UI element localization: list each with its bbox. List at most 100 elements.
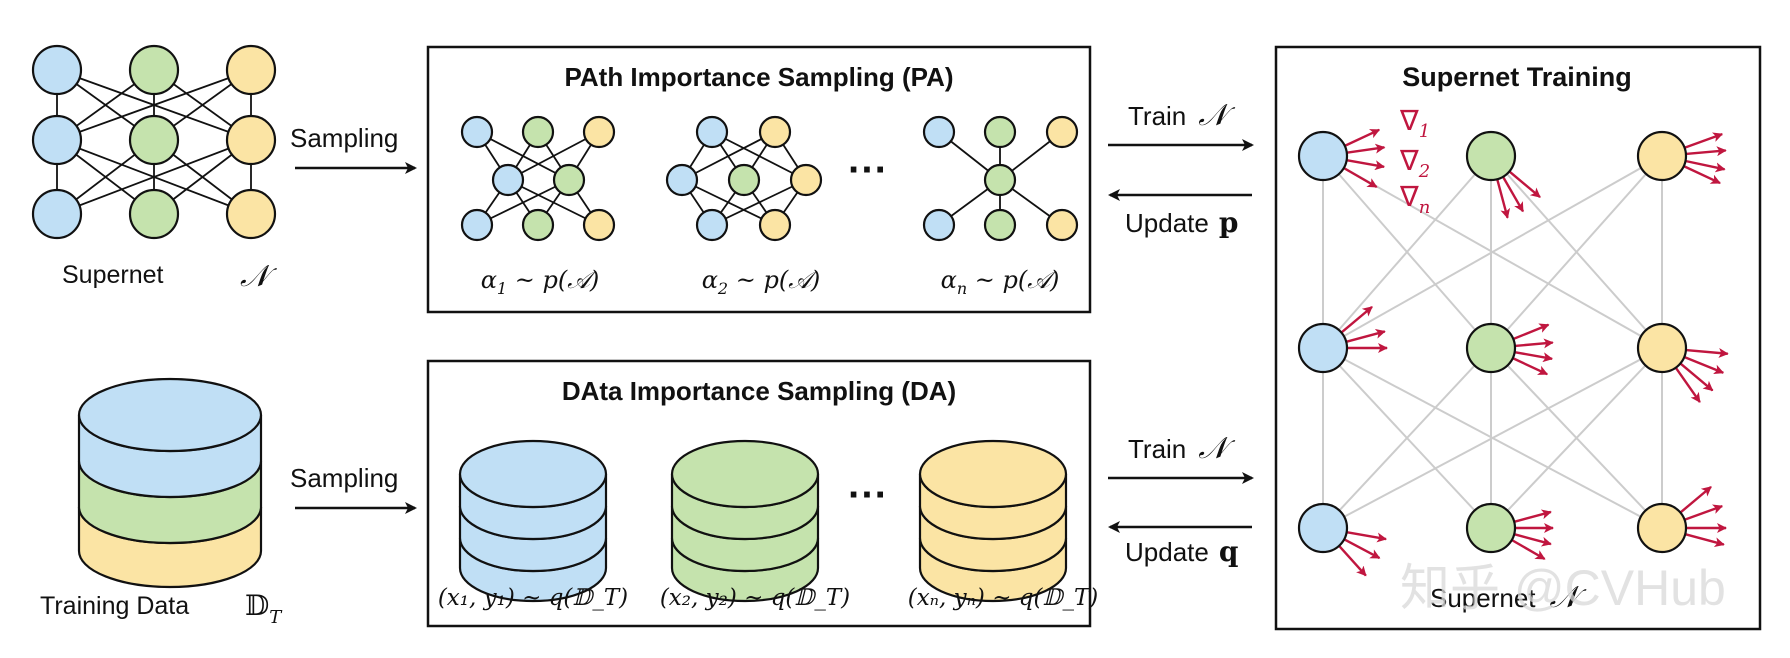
sampling-label-top: Sampling (290, 123, 398, 153)
gradient-arrow (1684, 132, 1724, 149)
gradient-arrow (1683, 355, 1725, 374)
pa-node (665, 163, 699, 197)
supernet-training-title: Supernet Training (1402, 62, 1632, 92)
da-caption-2: (x₂, y₂) ~ q(𝔻_T) (660, 585, 850, 611)
supernet-training-node (1636, 502, 1688, 554)
pa-node (983, 163, 1017, 197)
supernet-symbol: 𝒩 (240, 259, 278, 294)
pa-node (1045, 208, 1079, 242)
gradient-arrow (1343, 166, 1378, 189)
supernet-edge (56, 69, 252, 141)
pa-node (758, 115, 792, 149)
gradient-arrow (1684, 533, 1725, 548)
supernet-label: Supernet (62, 261, 164, 289)
watermark: 知乎 @CVHub (1400, 560, 1726, 616)
pa-caption-2: α2 ~ p(𝒜) (702, 266, 821, 298)
gradient-arrow (1501, 176, 1525, 213)
supernet-node (31, 188, 83, 240)
pa-node (491, 163, 525, 197)
gradient-arrow (1679, 485, 1712, 514)
supernet-node (128, 114, 180, 166)
gradient-arrow (1340, 305, 1373, 334)
pa-box (426, 45, 1092, 314)
pa-node (521, 208, 555, 242)
gradient-arrow (1685, 146, 1727, 157)
da-database-1 (458, 439, 608, 603)
pa-node (582, 208, 616, 242)
gradient-arrow (1346, 158, 1386, 171)
pa-edge (711, 179, 807, 226)
pa-node (695, 115, 729, 149)
supernet-training-node (1297, 130, 1349, 182)
supernet-node (225, 188, 277, 240)
training-data-symbol: 𝔻T (245, 589, 283, 628)
pa-node (983, 115, 1017, 149)
sampling-label-bottom: Sampling (290, 463, 398, 493)
pa-node (758, 208, 792, 242)
pa-node (789, 163, 823, 197)
supernet-training-node (1297, 502, 1349, 554)
gradient-arrow (1338, 545, 1367, 577)
da-database-2 (670, 439, 820, 603)
pa-edge (681, 131, 776, 181)
gradient-arrow (1345, 328, 1386, 343)
pa-node (1045, 115, 1079, 149)
pa-node (695, 208, 729, 242)
gradient-arrow (1344, 128, 1381, 147)
gradient-arrow (1514, 350, 1554, 363)
pa-ellipsis: ··· (848, 148, 888, 192)
supernet-training-edge (1490, 347, 1663, 529)
supernet-graph (31, 44, 277, 240)
da-caption-n: (xₙ, yₙ) ~ q(𝔻_T) (908, 585, 1099, 611)
gradient-label-n: ∇n (1399, 181, 1430, 218)
gradient-arrow (1683, 165, 1721, 185)
gradient-arrow (1685, 347, 1729, 358)
gradient-arrow (1346, 530, 1388, 543)
gradient-labels: ∇1 ∇2 ∇n (1399, 105, 1430, 218)
pa-node (521, 115, 555, 149)
supernet-node (31, 114, 83, 166)
da-box (426, 359, 1092, 628)
da-ellipsis: ··· (848, 473, 888, 517)
pa-node (582, 115, 616, 149)
supernet-node (225, 44, 277, 96)
supernet-training-edge (1322, 347, 1492, 529)
supernet-training-node (1465, 322, 1517, 374)
pa-node (983, 208, 1017, 242)
supernet-node (128, 44, 180, 96)
supernet-training-graph (1297, 128, 1729, 577)
supernet-training-edge (1490, 155, 1663, 349)
gradient-arrow (1508, 170, 1541, 199)
pa-node (552, 163, 586, 197)
pa-caption-1: α1 ~ p(𝒜) (481, 266, 600, 298)
supernet-training-edge (1322, 155, 1663, 349)
gradient-arrow (1513, 533, 1552, 547)
pa-edge (476, 179, 570, 226)
training-data-database-icon (77, 377, 263, 589)
pa-node (460, 115, 494, 149)
pa-box-title: PAth Importance Sampling (PA) (564, 62, 953, 92)
supernet-node (31, 44, 83, 96)
database-top (918, 439, 1068, 509)
gradient-arrow (1679, 362, 1714, 392)
gradient-arrow (1685, 159, 1726, 173)
da-caption-1: (x₁, y₁) ~ q(𝔻_T) (438, 585, 628, 611)
supernet-node (225, 114, 277, 166)
supernet-node (128, 188, 180, 240)
gradient-arrow (1496, 178, 1511, 219)
database-top (77, 377, 263, 453)
pa-caption-n: αn ~ p(𝒜) (941, 266, 1060, 298)
da-database-3 (918, 439, 1068, 603)
supernet-training-edge (1322, 155, 1492, 349)
supernet-training-box (1274, 45, 1762, 631)
supernet-training-node (1465, 502, 1517, 554)
supernet-training-node (1297, 322, 1349, 374)
gradient-arrow (1512, 357, 1549, 376)
pa-node (727, 163, 761, 197)
gradient-arrow (1343, 538, 1381, 560)
